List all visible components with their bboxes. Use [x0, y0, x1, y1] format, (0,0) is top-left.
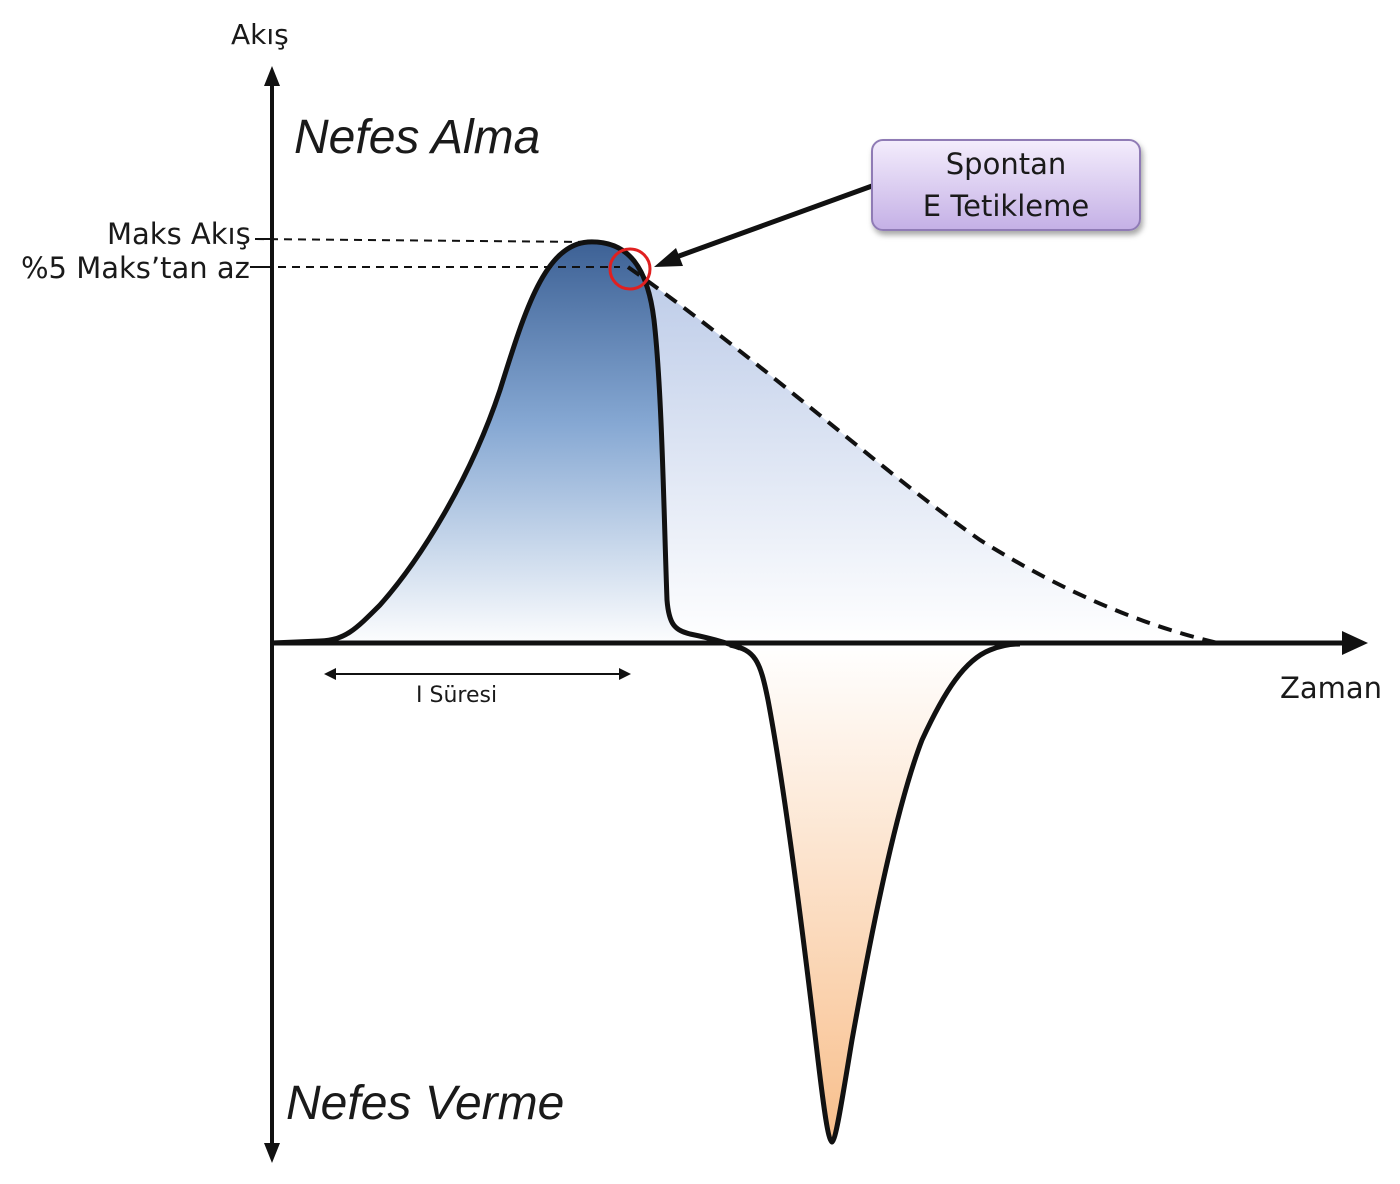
- y-axis-label: Akış: [231, 18, 289, 51]
- spontaneous-trigger-callout: Spontan E Tetikleme: [871, 139, 1141, 231]
- x-axis-label: Zaman: [1280, 671, 1383, 705]
- callout-pointer-arrowhead: [654, 248, 683, 267]
- peak-flow-label: Maks Akış: [107, 217, 251, 251]
- five-percent-label: %5 Maks’tan az: [21, 251, 250, 285]
- inspiratory-flow-curve: [271, 239, 741, 651]
- callout-pointer-line: [667, 183, 873, 263]
- callout-line-2: E Tetikleme: [922, 189, 1090, 223]
- decay-tail-dashed: [626, 265, 1219, 645]
- inhale-region-label: Nefes Alma: [294, 111, 541, 164]
- y-axis-arrow-up: [264, 66, 280, 86]
- decay-tail-fill: [628, 267, 1218, 643]
- i-time-arrow-right: [619, 668, 631, 680]
- y-axis-arrow-down: [264, 1143, 280, 1163]
- exhale-region-label: Nefes Verme: [286, 1077, 565, 1130]
- i-time-label: I Süresi: [416, 683, 498, 708]
- peak-flow-dashed-line: [255, 238, 586, 243]
- x-axis-arrow: [1342, 631, 1368, 655]
- callout-line-1: Spontan: [945, 147, 1067, 181]
- i-time-arrow-left: [324, 668, 336, 680]
- trigger-point-circle: [608, 247, 652, 291]
- expiratory-flow-curve: [729, 641, 1021, 1145]
